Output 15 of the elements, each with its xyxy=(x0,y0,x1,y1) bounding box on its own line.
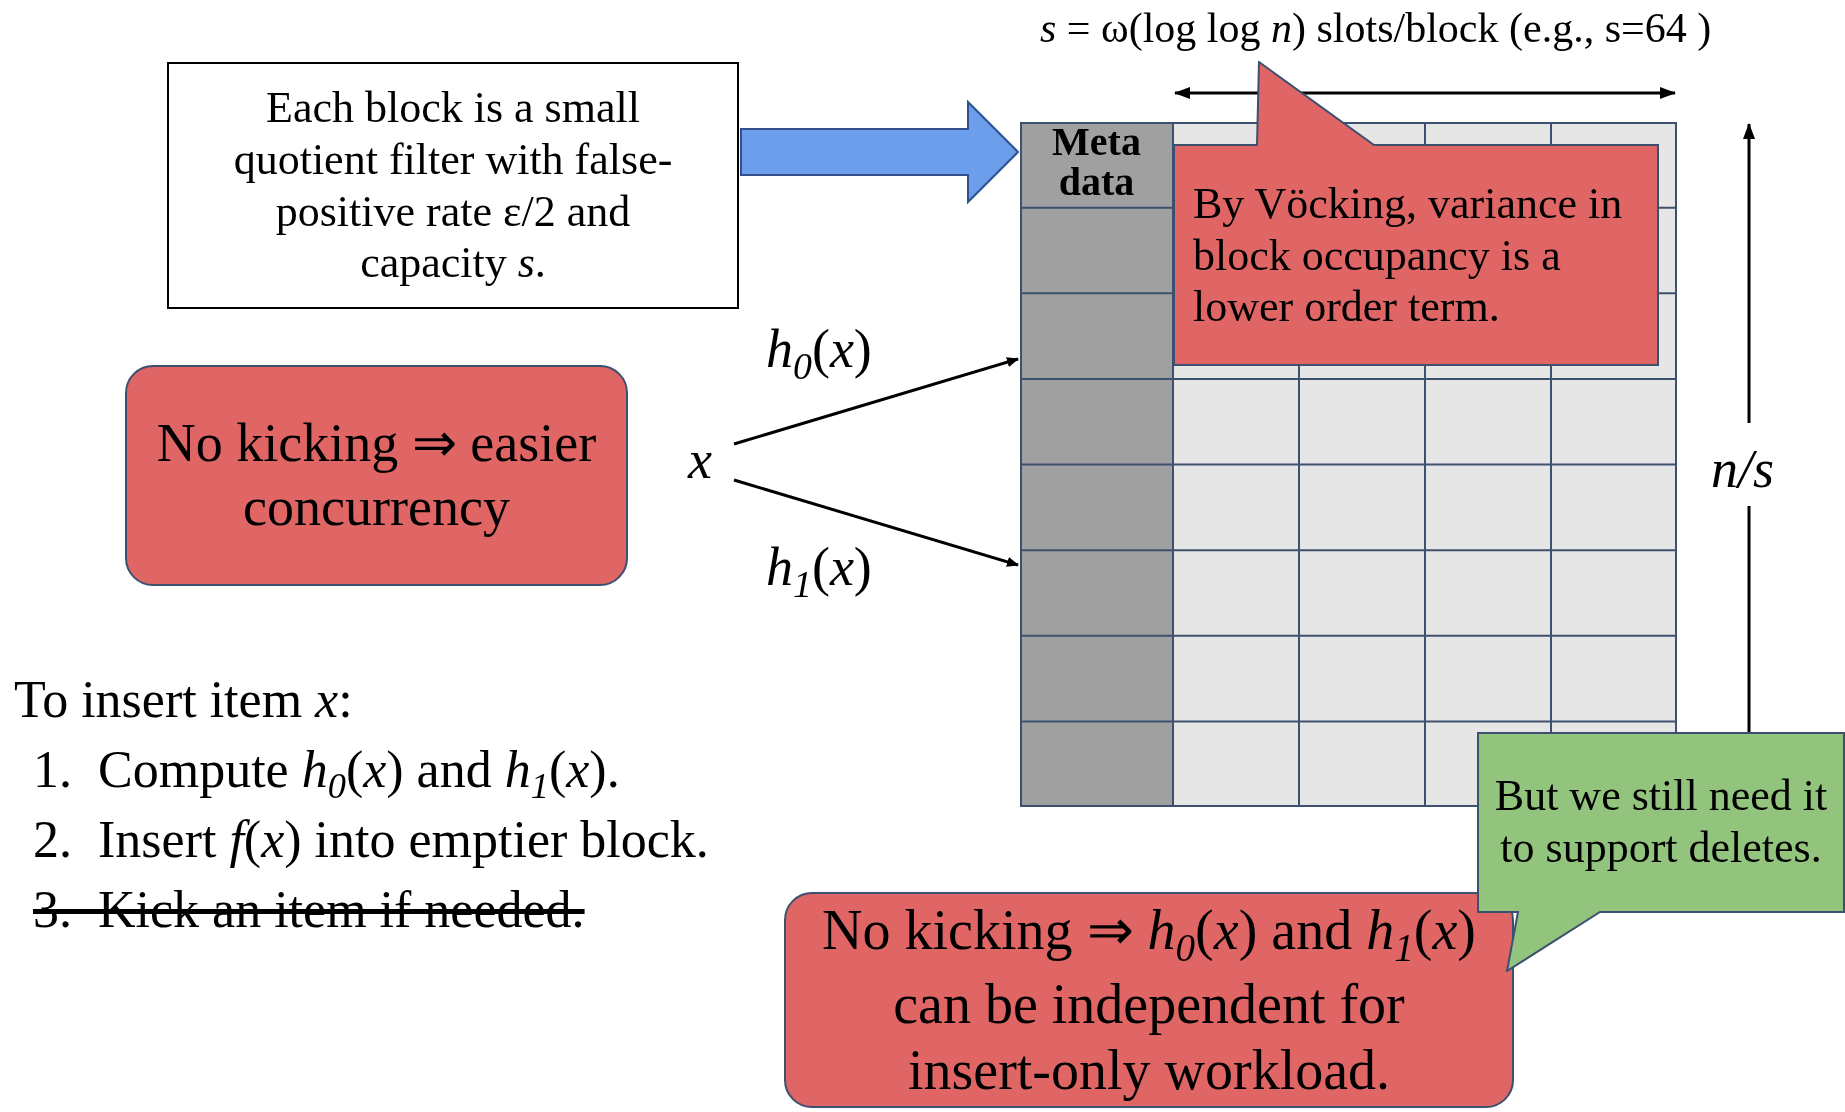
list-item: 3. Kick an item if needed. xyxy=(33,880,585,940)
list-heading: To insert item x: xyxy=(14,670,353,730)
arrow xyxy=(733,478,1019,567)
variable-text: x xyxy=(668,428,732,494)
callout-bubble: By Vöcking, variance in block occupancy is a lower order term. xyxy=(1173,61,1659,366)
note-box: No kicking ⇒ easier concurrency xyxy=(125,365,628,586)
arrow xyxy=(733,357,1019,446)
list-item: 1. Compute h$_{0}$(x) and h$_{1}$(x). xyxy=(33,740,620,809)
callout-bubble: But we still need it to support deletes. xyxy=(1477,732,1845,972)
dimension-label: s= ω(log log n) slots/block (e.g., s=64 ) xyxy=(1040,4,1712,53)
note-box: No kicking ⇒ h$_{0}$(x) and h$_{1}$(x) can be independent for insert-only workload. xyxy=(784,892,1514,1108)
dimension-label: n/s xyxy=(1711,438,1775,501)
description-box: Each block is a small quotient filter with false-positive rate ε/2 and capacity s. xyxy=(167,62,739,309)
list-item: 2. Insert f(x) into emptier block. xyxy=(33,810,709,870)
block-arrow xyxy=(740,99,1020,205)
